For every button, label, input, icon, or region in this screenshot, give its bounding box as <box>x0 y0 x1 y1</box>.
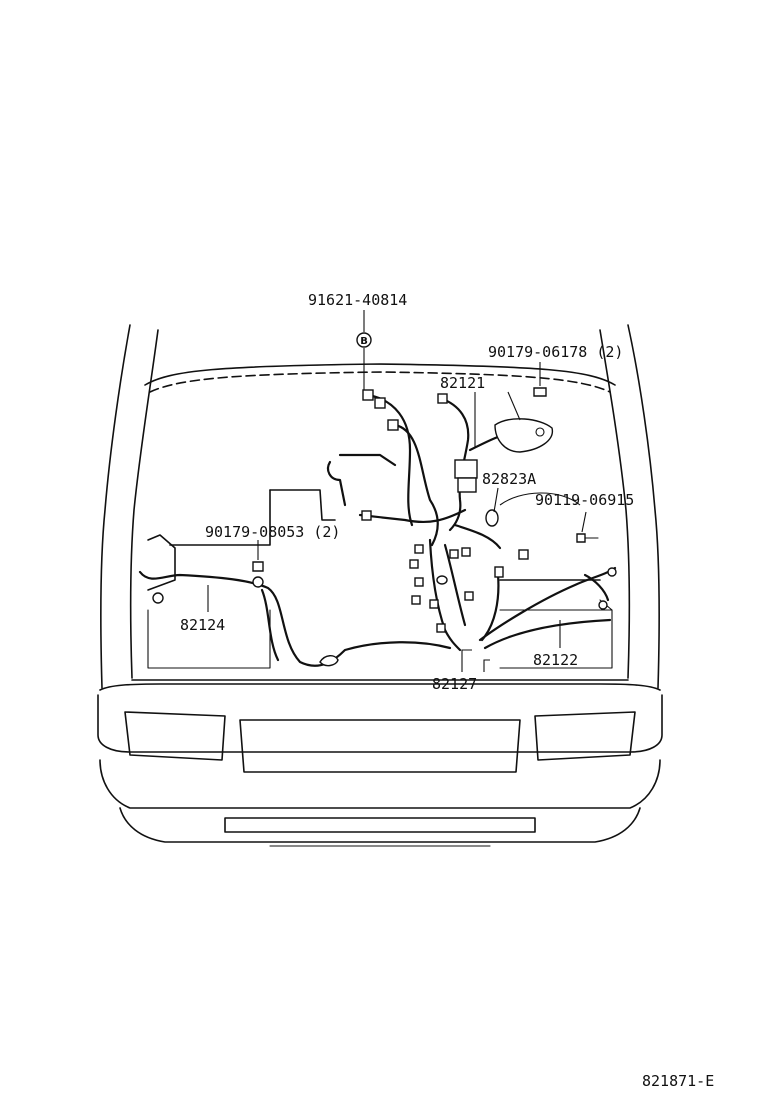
connector-firewall-c <box>387 419 399 431</box>
connector-82124-end <box>319 655 339 667</box>
connector-firewall-a <box>362 389 374 401</box>
harness-82122-riser <box>480 573 500 642</box>
callout-b-letter: B <box>360 336 368 347</box>
label-91621-40814: 91621-40814 <box>308 291 407 309</box>
left-fender-outer <box>99 324 131 689</box>
bumper-lower <box>119 807 641 843</box>
label-90119-06915: 90119-06915 <box>535 491 634 509</box>
connector-c4 <box>411 595 421 605</box>
connector-right-lower <box>598 600 608 610</box>
center-block-left <box>169 489 271 546</box>
bumper-upper <box>99 759 661 809</box>
vehicle-body <box>97 324 663 847</box>
harness-to-center <box>358 508 467 524</box>
bumper-slot <box>224 817 536 833</box>
grommet-center <box>436 575 448 585</box>
engine-bay-components <box>147 489 613 669</box>
right-headlight <box>534 711 636 761</box>
connector-c3 <box>414 577 424 587</box>
leader-82823a <box>493 487 499 513</box>
connector-center-left <box>361 510 372 521</box>
connector-82121-top <box>437 393 448 404</box>
relay-block <box>454 459 478 479</box>
nut-90179-06178 <box>533 387 547 397</box>
callout-b: B <box>356 332 372 348</box>
grille <box>239 719 521 773</box>
harness-82124-branch <box>260 588 280 662</box>
harness-82124 <box>138 570 452 667</box>
right-box <box>499 609 613 669</box>
harness-left-upper <box>338 453 397 467</box>
callout-b-circle <box>356 332 372 348</box>
cowl-line <box>144 363 616 386</box>
label-90179-08053: 90179-08053 (2) <box>205 523 340 541</box>
harness-82122 <box>478 566 617 642</box>
clamp-bracket-hole <box>535 427 545 437</box>
part-labels: 91621-40814 90179-06178 (2) 82121 82823A… <box>180 291 714 1090</box>
center-block-upper <box>269 489 336 521</box>
figure-code: 821871-E <box>642 1072 714 1090</box>
washer-90179-08053 <box>252 576 264 588</box>
connector-c9 <box>518 549 529 560</box>
connector-c11 <box>494 566 504 578</box>
right-fender-inner <box>599 329 631 679</box>
harness-center-down-2 <box>443 543 467 627</box>
label-82122: 82122 <box>533 651 578 669</box>
bolt-90119-06915 <box>576 533 586 543</box>
clamp-bracket <box>494 418 554 453</box>
cowl-dashed-line <box>149 371 611 393</box>
connector-c6 <box>436 623 446 633</box>
harness-left-loop <box>326 460 347 507</box>
connector-c1 <box>414 544 424 554</box>
connector-c7 <box>449 549 459 559</box>
harness-82122-lower <box>483 618 612 650</box>
leader-90119-arc <box>499 492 581 506</box>
left-fender-inner <box>129 329 159 679</box>
connector-right-end <box>607 567 617 577</box>
left-headlight <box>124 711 226 761</box>
connector-c8 <box>461 547 471 557</box>
left-box <box>147 609 271 669</box>
connector-c2 <box>409 559 419 569</box>
label-82127: 82127 <box>432 675 477 693</box>
grommet-82823a <box>485 509 499 527</box>
leader-82121-b <box>507 391 521 421</box>
connector-c10 <box>464 591 474 601</box>
leader-82127-b <box>483 659 490 672</box>
left-bracket <box>147 534 176 591</box>
label-82121: 82121 <box>440 374 485 392</box>
label-82823a: 82823A <box>482 470 536 488</box>
harness-firewall-branch <box>393 423 439 547</box>
front-header-panel <box>97 694 663 753</box>
leader-82127-a <box>461 649 472 672</box>
connector-firewall-b <box>374 397 386 409</box>
harness-82122-tail <box>583 573 610 602</box>
connector-c5 <box>429 599 439 609</box>
connectors <box>152 387 617 667</box>
label-82124: 82124 <box>180 616 225 634</box>
connector-left-end <box>152 592 164 604</box>
relay-block-base <box>457 477 477 493</box>
nut-90179-08053 <box>252 561 264 572</box>
right-fender-outer <box>627 324 661 689</box>
harness-firewall-main <box>366 393 414 527</box>
label-90179-06178: 90179-06178 (2) <box>488 343 623 361</box>
hood-edge <box>99 683 661 691</box>
leader-lines <box>207 310 587 672</box>
leader-90119 <box>581 511 587 533</box>
harness-relay-loop <box>453 523 502 550</box>
